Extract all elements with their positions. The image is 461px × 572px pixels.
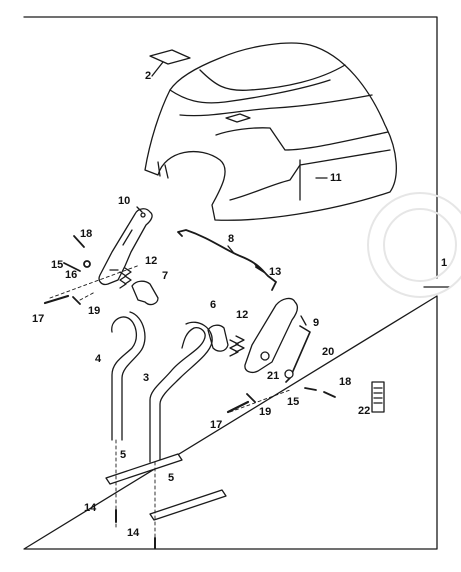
rail-5-upper: [105, 453, 183, 485]
handle-tube-3: [149, 321, 213, 463]
callout-13: 13: [269, 266, 282, 278]
screw-18-right: [323, 391, 336, 398]
callout-8: 8: [228, 233, 235, 245]
leader-line-9: [300, 315, 307, 326]
callout-19-upper: 19: [88, 305, 101, 317]
callout-14-upper: 14: [84, 502, 97, 514]
watermark-seal: [367, 192, 461, 298]
callout-18-right: 18: [339, 376, 352, 388]
screw-15-right: [304, 387, 317, 391]
callout-11: 11: [330, 172, 342, 184]
pin-17-lower: [226, 400, 250, 414]
callout-17-upper: 17: [32, 313, 45, 325]
callout-12-lower: 12: [236, 309, 249, 321]
callout-15-right: 15: [287, 396, 300, 408]
right-lever-bracket: [244, 297, 299, 373]
callout-2: 2: [145, 70, 152, 82]
washer-21: [284, 369, 294, 379]
callout-12-upper: 12: [145, 255, 158, 267]
label-plate: [149, 49, 191, 65]
link-rod: [285, 325, 311, 383]
callout-6: 6: [210, 299, 217, 311]
callout-10: 10: [118, 195, 131, 207]
callout-17-lower: 17: [210, 419, 223, 431]
callout-3: 3: [143, 372, 150, 384]
left-lever-bracket: [98, 208, 153, 286]
pin-13: [254, 263, 265, 273]
wire-rod: [177, 229, 277, 291]
spring-upper: [119, 267, 132, 289]
latch-7: [131, 280, 159, 306]
callout-18-left: 18: [80, 228, 93, 240]
tag-22: [371, 381, 385, 413]
pin-17-upper: [43, 294, 70, 305]
callout-7: 7: [162, 270, 169, 282]
callout-4: 4: [95, 353, 102, 365]
spring-lower: [229, 335, 245, 357]
leader-line-8: [227, 245, 234, 253]
cover-hood: [144, 42, 397, 221]
leader-line-10: [136, 206, 143, 213]
callout-22: 22: [358, 405, 371, 417]
callout-19-lower: 19: [259, 406, 272, 418]
diagram-frame: [23, 16, 438, 550]
screw-19-lower: [246, 393, 256, 403]
callout-5-upper: 5: [120, 449, 127, 461]
handle-tube-4: [111, 311, 146, 441]
callout-16: 16: [65, 269, 78, 281]
callout-14-lower: 14: [127, 527, 140, 539]
latch-6: [207, 324, 229, 352]
rail-5-lower: [149, 489, 227, 521]
callout-21: 21: [267, 370, 280, 382]
screw-19-upper: [72, 296, 81, 305]
left-fasteners: [63, 235, 91, 272]
callout-20: 20: [322, 346, 335, 358]
callout-5-lower: 5: [168, 472, 175, 484]
callout-1: 1: [441, 257, 448, 269]
callout-15-left: 15: [51, 259, 64, 271]
leader-line-2: [151, 61, 164, 77]
callout-9: 9: [313, 317, 320, 329]
